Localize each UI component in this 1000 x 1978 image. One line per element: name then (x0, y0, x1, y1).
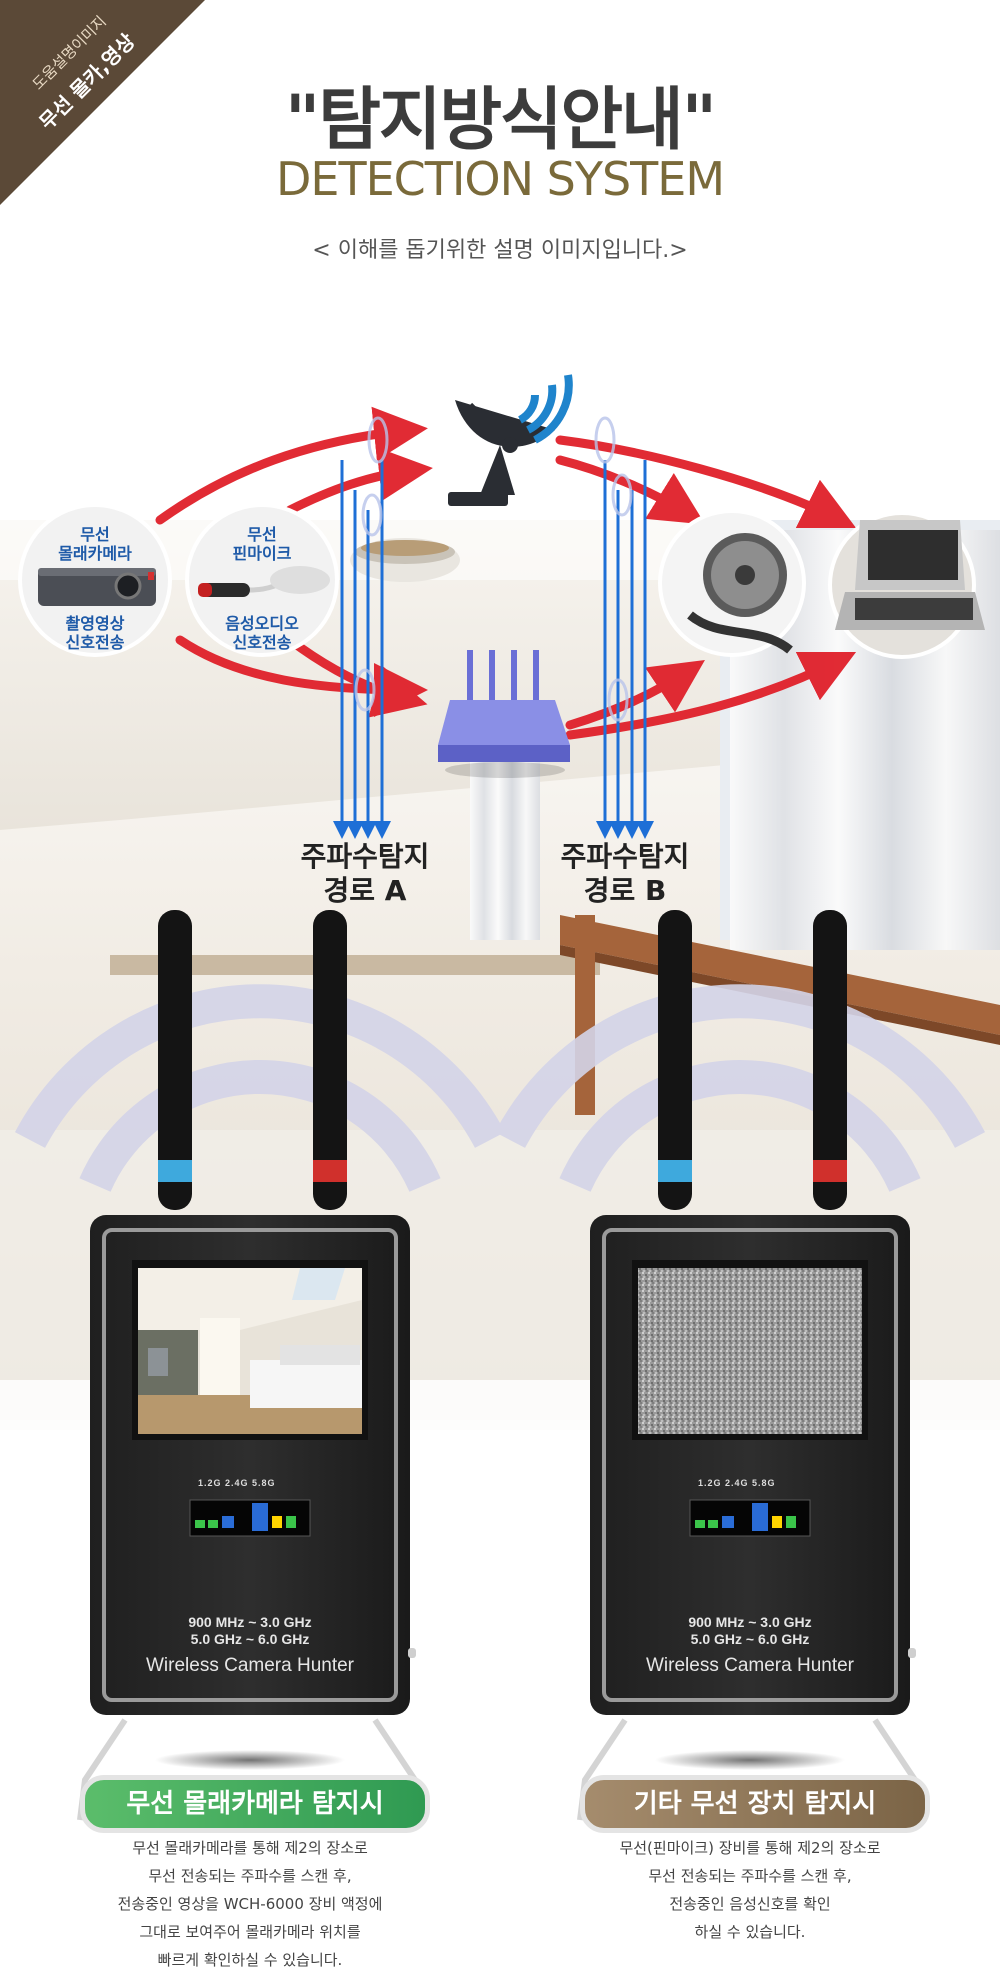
mic-bottom-label: 음성오디오 신호전송 (225, 614, 299, 652)
pin-microphone-circle (185, 503, 339, 657)
device-right-model: Wireless Camera Hunter (646, 1655, 854, 1676)
path-a-label: 주파수탐지 경로 A (280, 840, 450, 908)
camera-desc-line: 빠르게 확인하실 수 있습니다. (157, 1951, 343, 1969)
camera-description: 무선 몰래카메라를 통해 제2의 장소로 무선 전송되는 주파수를 스캔 후, … (60, 1834, 440, 1974)
page-title: "탐지방식안내" (284, 81, 717, 160)
film-reel-circle (658, 509, 806, 657)
device-right (590, 910, 916, 1715)
camera-desc-line: 무선 전송되는 주파수를 스캔 후, (148, 1867, 352, 1885)
camera-circle (18, 503, 172, 657)
camera-bottom-label: 촬영영상 신호전송 (65, 614, 125, 652)
camera-desc-line: 무선 몰래카메라를 통해 제2의 장소로 (132, 1839, 368, 1857)
camera-desc-line: 그대로 보여주어 몰래카메라 위치를 (139, 1923, 361, 1941)
mic-top-label: 무선 핀마이크 (232, 525, 292, 563)
camera-desc-line: 전송중인 영상을 WCH-6000 장비 액정에 (117, 1895, 383, 1913)
device-right-freq1: 900 MHz ~ 3.0 GHz (688, 1614, 812, 1630)
camera-top-label: 무선 몰래카메라 (58, 525, 132, 563)
device-left-freq2: 5.0 GHz ~ 6.0 GHz (190, 1631, 310, 1647)
path-a-line1: 주파수탐지 (300, 840, 430, 873)
path-b-line2: 경로 B (583, 874, 667, 907)
other-desc-line: 하실 수 있습니다. (694, 1923, 806, 1941)
laptop-circle (828, 511, 985, 659)
other-desc-line: 전송중인 음성신호를 확인 (669, 1895, 831, 1913)
device-right-freq2: 5.0 GHz ~ 6.0 GHz (690, 1631, 810, 1647)
device-left-freq1: 900 MHz ~ 3.0 GHz (188, 1614, 312, 1630)
other-device-detection-pill: 기타 무선 장치 탐지시 (580, 1775, 930, 1833)
other-desc-line: 무선 전송되는 주파수를 스캔 후, (648, 1867, 852, 1885)
other-desc-line: 무선(핀마이크) 장비를 통해 제2의 장소로 (619, 1839, 881, 1857)
path-b-label: 주파수탐지 경로 B (540, 840, 710, 908)
device-left (90, 910, 416, 1715)
explanation-note: < 이해를 돕기위한 설명 이미지입니다.> (312, 238, 688, 263)
device-right-bands: 1.2G 2.4G 5.8G (698, 1478, 776, 1488)
page-subtitle: DETECTION SYSTEM (275, 152, 725, 206)
satellite-dish-icon (448, 374, 573, 506)
path-b-line1: 주파수탐지 (560, 840, 690, 873)
path-a-line2: 경로 A (323, 874, 407, 907)
device-left-model: Wireless Camera Hunter (146, 1655, 354, 1676)
other-device-description: 무선(핀마이크) 장비를 통해 제2의 장소로 무선 전송되는 주파수를 스캔 … (560, 1834, 940, 1946)
device-left-bands: 1.2G 2.4G 5.8G (198, 1478, 276, 1488)
camera-detection-pill: 무선 몰래카메라 탐지시 (80, 1775, 430, 1833)
router-icon (438, 650, 570, 778)
